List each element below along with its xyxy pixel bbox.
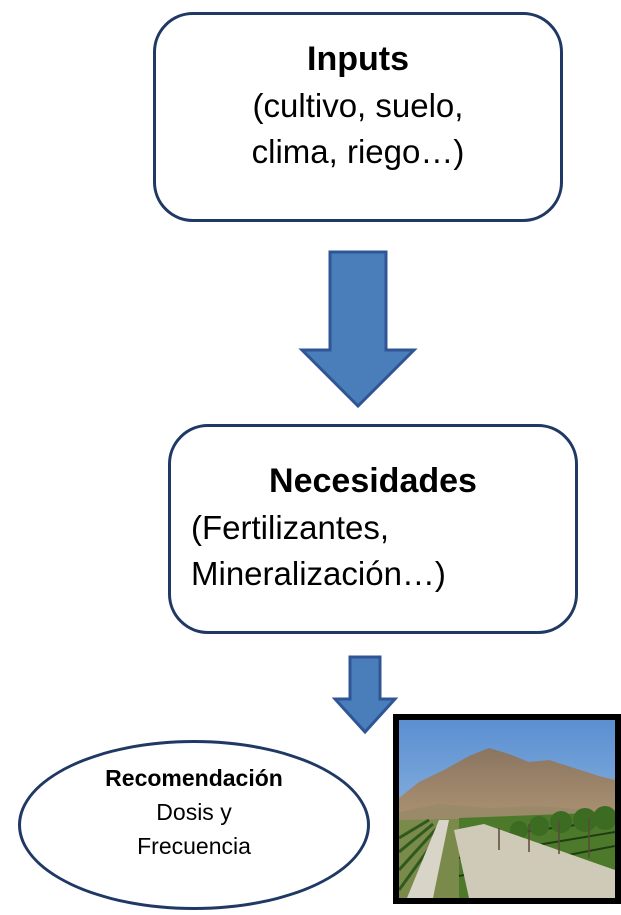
vineyard-photo: [393, 714, 621, 904]
necesidades-box: Necesidades (Fertilizantes, Mineralizaci…: [168, 424, 578, 634]
inputs-line-1: (cultivo, suelo,: [252, 87, 464, 124]
inputs-line-2: clima, riego…): [251, 133, 465, 170]
recomendacion-ellipse: Recomendación Dosis y Frecuencia: [18, 740, 370, 910]
recomendacion-line-2: Frecuencia: [137, 833, 251, 859]
recomendacion-line-1: Dosis y: [156, 799, 232, 825]
necesidades-title: Necesidades: [269, 462, 477, 500]
down-arrow-icon: [298, 250, 418, 409]
vineyard-photo-image: [399, 720, 615, 898]
inputs-title: Inputs: [307, 40, 409, 78]
recomendacion-title: Recomendación: [105, 765, 283, 791]
necesidades-line-1: (Fertilizantes,: [191, 509, 390, 546]
inputs-box: Inputs (cultivo, suelo, clima, riego…): [153, 12, 563, 222]
small-down-arrow-icon: [332, 655, 398, 735]
necesidades-line-2: Mineralización…): [191, 555, 446, 592]
